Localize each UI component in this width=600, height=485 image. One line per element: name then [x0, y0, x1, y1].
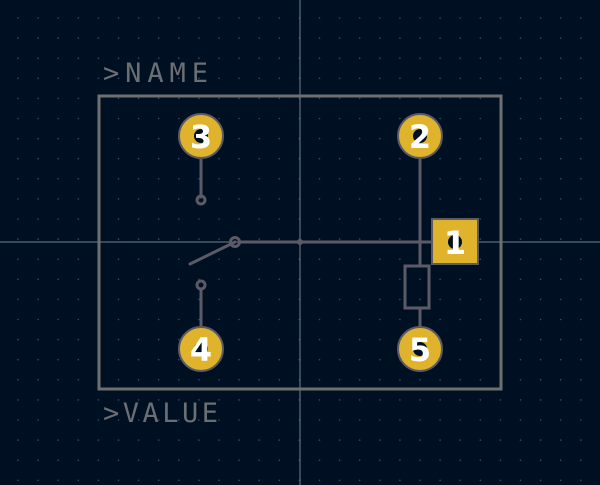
resistor-symbol	[403, 264, 431, 310]
pad-4-number: 4	[190, 331, 212, 369]
pad-3[interactable]: 3	[178, 113, 224, 159]
pad-1[interactable]: 1	[431, 218, 479, 265]
relay-switch-symbol	[188, 148, 452, 337]
pad-4[interactable]: 4	[178, 326, 224, 372]
pad-5-number: 5	[409, 331, 431, 369]
value-label: >VALUE	[103, 398, 218, 429]
junction-dot	[297, 239, 303, 245]
pad-2-number: 2	[409, 118, 431, 156]
name-label: >NAME	[103, 58, 208, 89]
pad-3-number: 3	[190, 118, 212, 156]
pad-5[interactable]: 5	[397, 326, 443, 372]
pad-1-number: 1	[444, 224, 466, 262]
pad-2[interactable]: 2	[397, 113, 443, 159]
component-outline	[97, 94, 503, 391]
grid-dots	[17, 17, 582, 482]
